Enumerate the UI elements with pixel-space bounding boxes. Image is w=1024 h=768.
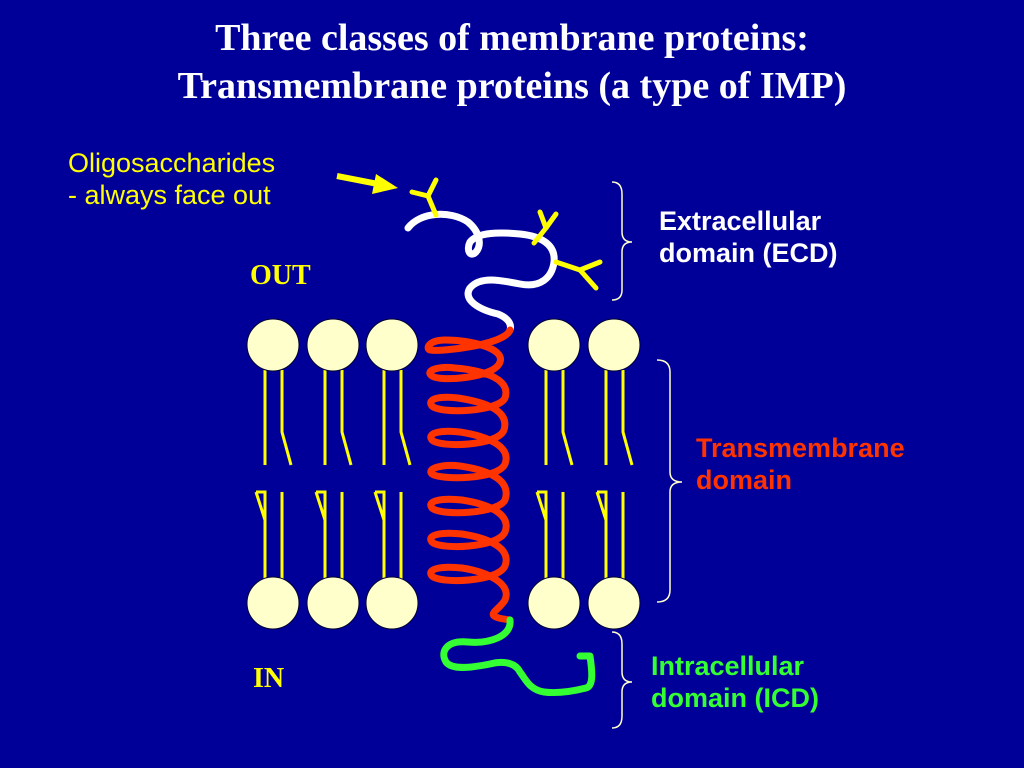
out-label: OUT bbox=[250, 260, 311, 291]
oligosaccharide bbox=[553, 259, 603, 291]
title-line-2: Transmembrane proteins (a type of IMP) bbox=[177, 65, 847, 107]
lipid-head bbox=[306, 318, 360, 372]
transmembrane-domain-label: Transmembrane domain bbox=[696, 432, 905, 496]
lipid-tails-top bbox=[263, 370, 634, 466]
intracellular-domain-chain bbox=[440, 616, 596, 696]
title-line-1: Three classes of membrane proteins: bbox=[215, 17, 809, 59]
intracellular-label-line-1: Intracellular bbox=[651, 651, 805, 681]
extracellular-domain-label: Extracellular domain (ECD) bbox=[659, 205, 838, 269]
lipid-head bbox=[587, 576, 641, 630]
lipid-head bbox=[246, 576, 300, 630]
lipid-bilayer bbox=[246, 318, 641, 630]
transmembrane-domain-helix bbox=[424, 326, 514, 624]
oligosaccharide bbox=[531, 209, 559, 246]
lipid-heads-bottom bbox=[246, 576, 641, 630]
intracellular-label-line-2: domain (ICD) bbox=[651, 683, 819, 713]
lipid-head bbox=[306, 576, 360, 630]
oligosaccharide-pointer-arrow bbox=[336, 173, 398, 194]
lipid-head bbox=[365, 576, 419, 630]
oligosaccharide bbox=[409, 177, 439, 218]
intracellular-brace bbox=[611, 631, 633, 729]
transmembrane-brace bbox=[656, 359, 683, 603]
extracellular-label-line-2: domain (ECD) bbox=[659, 238, 838, 268]
extracellular-domain-chain bbox=[404, 210, 558, 334]
lipid-head bbox=[527, 576, 581, 630]
lipid-head bbox=[587, 318, 641, 372]
in-label: IN bbox=[253, 663, 285, 694]
lipid-head bbox=[246, 318, 300, 372]
oligosaccharides bbox=[409, 177, 603, 291]
transmembrane-label-line-2: domain bbox=[696, 465, 793, 495]
lipid-head bbox=[365, 318, 419, 372]
domain-braces bbox=[611, 181, 683, 729]
lipid-tails-bottom bbox=[254, 490, 625, 580]
extracellular-label-line-1: Extracellular bbox=[659, 206, 822, 236]
oligosaccharides-label-line-1: Oligosaccharides bbox=[68, 148, 276, 178]
lipid-heads-top bbox=[246, 318, 641, 372]
intracellular-domain-label: Intracellular domain (ICD) bbox=[651, 650, 819, 714]
oligosaccharides-label: Oligosaccharides - always face out bbox=[68, 147, 275, 211]
slide-title: Three classes of membrane proteins: Tran… bbox=[0, 14, 1024, 110]
oligosaccharides-label-line-2: - always face out bbox=[68, 180, 271, 210]
extracellular-brace bbox=[611, 181, 633, 301]
transmembrane-label-line-1: Transmembrane bbox=[696, 433, 905, 463]
lipid-head bbox=[527, 318, 581, 372]
